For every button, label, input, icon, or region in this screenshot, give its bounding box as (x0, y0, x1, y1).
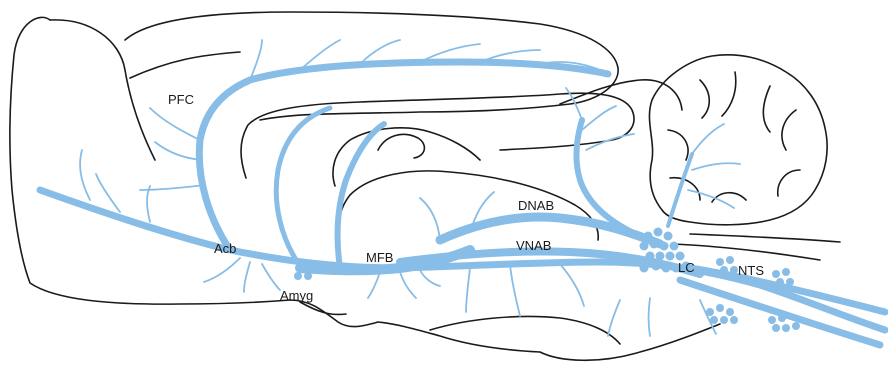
midbrain-contour (560, 80, 682, 110)
cortex-dorsal-curve (130, 52, 240, 78)
label-acb: Acb (214, 241, 236, 256)
label-dnab: DNAB (518, 198, 554, 213)
hippocampus-inner-curl (378, 134, 424, 158)
fourth-ventricle-floor (690, 234, 840, 242)
ventral-recess (300, 302, 346, 315)
label-mfb: MFB (366, 250, 393, 265)
label-vnab: VNAB (516, 238, 551, 253)
fine-branches (80, 40, 740, 336)
a5-cluster (706, 304, 738, 324)
label-lc: LC (678, 260, 695, 275)
pathway-bundles (40, 40, 885, 345)
prefrontal-frontal-curl (50, 20, 155, 160)
thalamus-contour (338, 171, 599, 250)
pons-contour (430, 317, 620, 345)
label-pfc: PFC (168, 92, 194, 107)
cerebellum-folia-1 (700, 72, 796, 150)
cortical-arc-inner (276, 108, 330, 266)
label-amyg: Amyg (280, 288, 313, 303)
brain-outer-contour (10, 17, 720, 360)
brainstem-line (672, 244, 820, 260)
cortical-arc (199, 62, 608, 250)
label-nts: NTS (738, 263, 764, 278)
